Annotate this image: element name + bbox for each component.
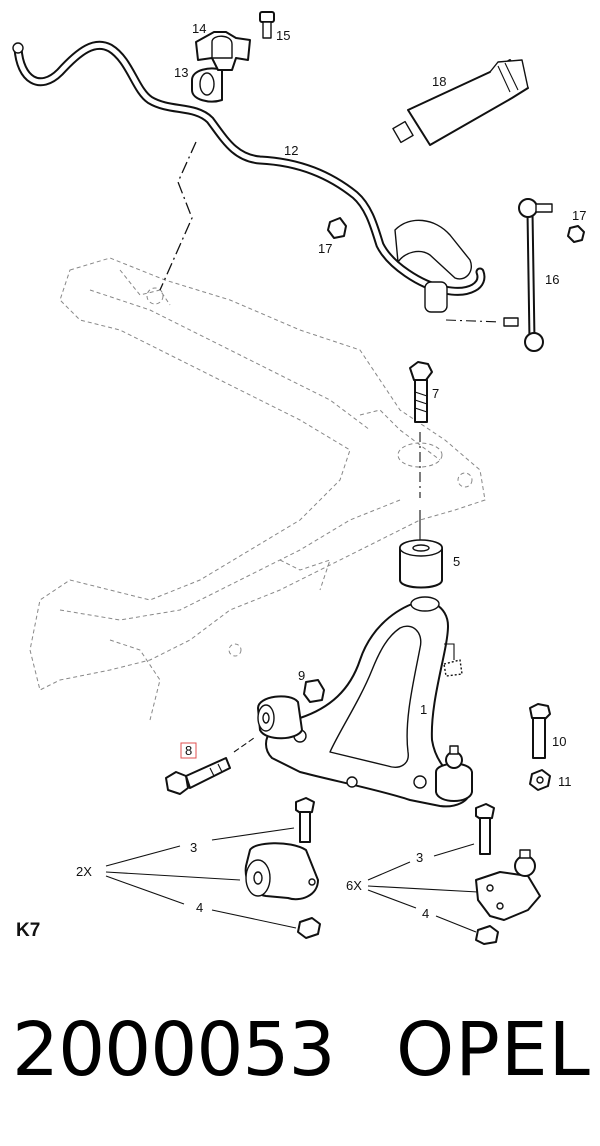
callout-13: 13 [174, 65, 188, 80]
callout-17-right: 17 [572, 208, 586, 223]
callout-9: 9 [298, 668, 305, 683]
stabilizer-link [503, 198, 553, 352]
leader-2x-4 [105, 875, 185, 905]
bushing-kit-2x [244, 797, 321, 939]
arm-bolt [165, 757, 231, 795]
assembly-line-bolt-8 [233, 737, 255, 753]
bushing-clamp [195, 31, 251, 71]
front-bushing [257, 695, 303, 740]
bolt-10 [529, 703, 551, 759]
leader-4-left [211, 909, 297, 929]
callout-4-right: 4 [422, 906, 429, 921]
leader-6x-4 [367, 889, 417, 909]
callout-10: 10 [552, 734, 566, 749]
rubber-stop [443, 643, 463, 677]
callout-18: 18 [432, 74, 446, 89]
part-number: 2000053 [12, 1007, 336, 1093]
multiplier-6x: 6X [346, 878, 362, 893]
clamp-bolt [259, 11, 275, 39]
leader-2x-3 [105, 845, 181, 867]
leader-4-right [435, 915, 477, 933]
washer-bushing [303, 679, 325, 703]
rear-bushing [399, 539, 443, 589]
callout-1: 1 [420, 702, 427, 717]
brand-name: OPEL [396, 1007, 591, 1093]
leader-6x-3 [367, 861, 411, 881]
assembly-line-bar [159, 141, 197, 291]
leader-3-right [433, 843, 475, 857]
callout-16: 16 [545, 272, 559, 287]
callout-3-left: 3 [190, 840, 197, 855]
callout-5: 5 [453, 554, 460, 569]
callout-11: 11 [558, 774, 572, 789]
callout-15: 15 [276, 28, 290, 43]
callout-8: 8 [185, 743, 192, 758]
leader-3-left [211, 827, 295, 841]
leader-2x-bushing [105, 871, 241, 881]
nut-11 [529, 769, 551, 791]
callout-3-right: 3 [416, 850, 423, 865]
arm-ball-joint [435, 745, 473, 802]
suspension-exploded-diagram: 12 13 14 15 18 16 17 17 [12, 11, 586, 945]
callout-12: 12 [284, 143, 298, 158]
callout-14: 14 [192, 21, 206, 36]
link-nut-right [567, 225, 585, 243]
callout-4-left: 4 [196, 900, 203, 915]
stabilizer-bar [12, 40, 486, 313]
callout-17-left: 17 [318, 241, 332, 256]
ball-joint-kit-6x [475, 803, 541, 945]
callout-8-box [180, 742, 197, 759]
lower-control-arm [265, 596, 471, 808]
leader-6x-joint [367, 885, 479, 893]
caption: 2000053 OPEL [0, 1000, 600, 1100]
subframe-bolt [409, 361, 433, 423]
grease-tube [392, 59, 529, 146]
multiplier-2x: 2X [76, 864, 92, 879]
stabilizer-bushing [191, 67, 223, 103]
diagram-code: K7 [16, 920, 41, 941]
subframe-outline [29, 257, 486, 721]
callout-7: 7 [432, 386, 439, 401]
link-nut-left [327, 217, 347, 239]
